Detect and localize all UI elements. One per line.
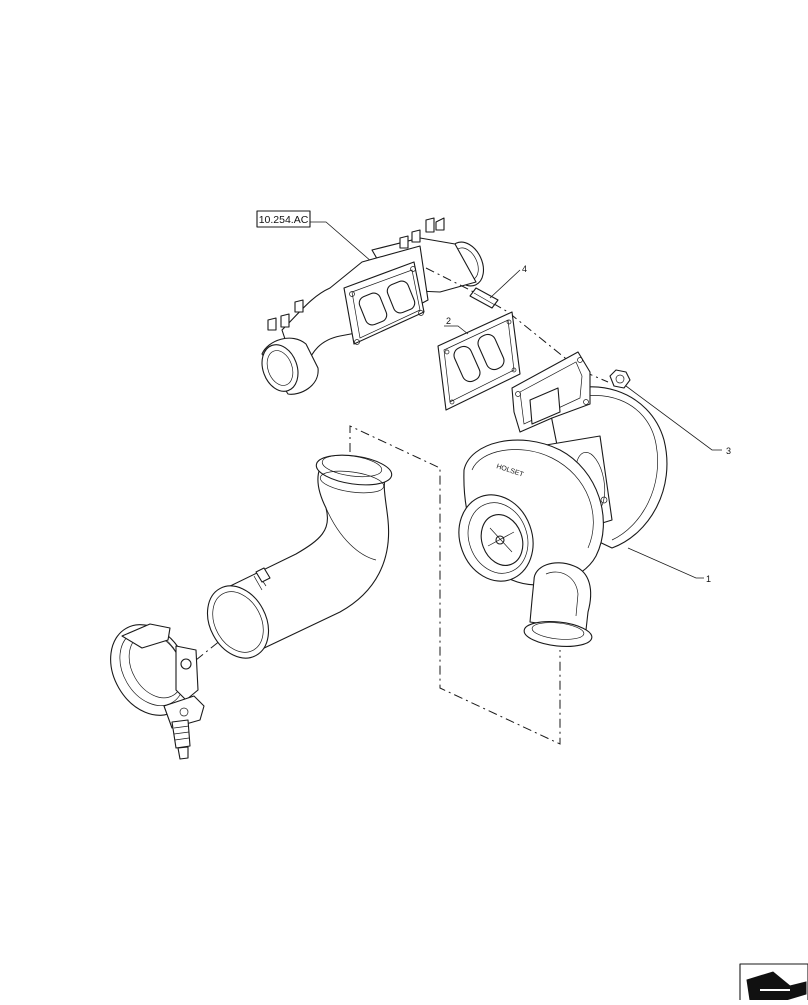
nut-part-3 (609, 369, 631, 389)
callout-4: 4 (522, 264, 527, 274)
pipe-routing-line (349, 425, 561, 745)
turbocharger-part-1: HOLSET (458, 351, 668, 648)
leader-3 (625, 385, 722, 451)
callout-3: 3 (726, 446, 731, 456)
callout-1: 1 (706, 574, 711, 584)
reference-link[interactable]: 10.254.AC (256, 210, 311, 228)
next-page-arrow-icon[interactable] (739, 963, 808, 1005)
leader-4 (489, 269, 521, 299)
stud-part-4 (469, 287, 499, 309)
leader-2 (444, 325, 469, 335)
hose-clamp (110, 623, 205, 760)
leader-1 (627, 547, 704, 579)
exhaust-manifold (261, 217, 485, 395)
reference-leader-line (310, 221, 373, 263)
reference-label: 10.254.AC (259, 214, 309, 226)
elbow-intake-pipe (206, 454, 393, 659)
callout-2: 2 (446, 316, 451, 326)
gasket-part-2 (437, 311, 521, 411)
